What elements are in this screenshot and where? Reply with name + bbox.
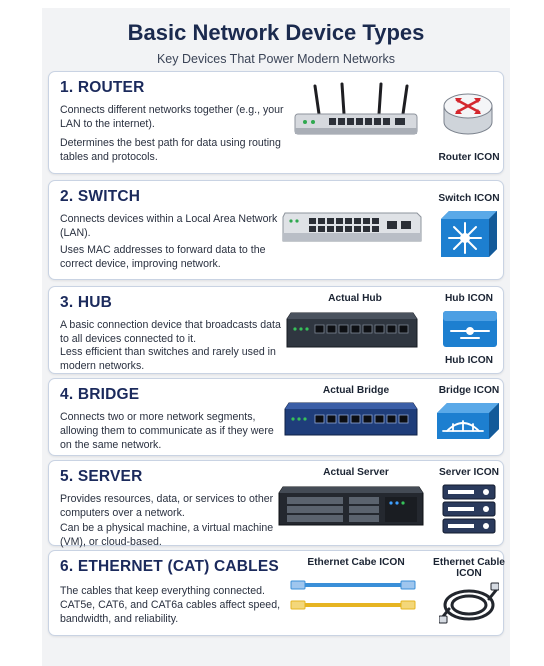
infographic-page: Basic Network Device Types Key Devices T… [42, 8, 510, 666]
hub-icon-label-top: Hub ICON [444, 293, 494, 304]
server-icon-label: Server ICON [438, 467, 500, 478]
ethernet-description: The cables that keep everything connecte… [60, 585, 281, 625]
switch-title: 2. SWITCH [60, 188, 141, 205]
ethernet-cable-icon [439, 582, 499, 624]
ethernet-cables-image [290, 580, 416, 610]
switch-description-1: Connects devices within a Local Area Net… [60, 213, 278, 239]
router-description-2: Determines the best path for data using … [60, 137, 281, 163]
page-title: Basic Network Device Types [127, 20, 425, 45]
bridge-device-image [284, 402, 418, 436]
bridge-title: 4. BRIDGE [60, 386, 140, 403]
bridge-card: 4. BRIDGE Connects two or more network s… [48, 378, 504, 456]
server-icon [442, 484, 496, 534]
ethernet-card: 6. ETHERNET (CAT) CABLES The cables that… [48, 550, 505, 636]
actual-server-label: Actual Server [323, 467, 389, 478]
router-device-image [294, 82, 418, 135]
ethernet-cable-label: Ethernet Cabe ICON [307, 557, 405, 568]
hub-description-1: A basic connection device that broadcast… [60, 319, 281, 345]
router-icon [443, 93, 493, 135]
ethernet-cable-icon-label: Ethernet Cable ICON [433, 557, 505, 579]
actual-hub-label: Actual Hub [328, 293, 382, 304]
server-description-2: Can be a physical machine, a virtual mac… [60, 522, 274, 548]
switch-icon-label: Switch ICON [438, 193, 500, 204]
page-subtitle: Key Devices That Power Modern Networks [156, 52, 396, 66]
hub-icon-label-bottom: Hub ICON [444, 355, 494, 366]
ethernet-title: 6. ETHERNET (CAT) CABLES [60, 558, 279, 575]
bridge-icon-label: Bridge ICON [438, 385, 500, 396]
hub-description-2: Less efficient than switches and rarely … [60, 346, 276, 372]
switch-device-image [282, 212, 422, 242]
switch-card: 2. SWITCH Connects devices within a Loca… [48, 180, 504, 280]
server-card: 5. SERVER Provides resources, data, or s… [48, 460, 504, 548]
hub-card: 3. HUB A basic connection device that br… [48, 286, 504, 374]
hub-icon [443, 311, 497, 347]
hub-device-image [286, 312, 418, 348]
router-icon-label: Router ICON [438, 152, 500, 163]
router-title: 1. ROUTER [60, 79, 145, 96]
actual-bridge-label: Actual Bridge [322, 385, 390, 396]
bridge-icon [437, 403, 499, 439]
switch-description-2: Uses MAC addresses to forward data to th… [60, 244, 266, 270]
hub-title: 3. HUB [60, 294, 113, 311]
server-device-image [278, 486, 424, 526]
switch-icon [441, 211, 497, 257]
router-card: 1. ROUTER Connects different networks to… [48, 71, 504, 174]
server-description-1: Provides resources, data, or services to… [60, 493, 274, 519]
router-description-1: Connects different networks together (e.… [60, 104, 284, 130]
server-title: 5. SERVER [60, 468, 143, 485]
bridge-description-1: Connects two or more network segments, a… [60, 411, 274, 451]
